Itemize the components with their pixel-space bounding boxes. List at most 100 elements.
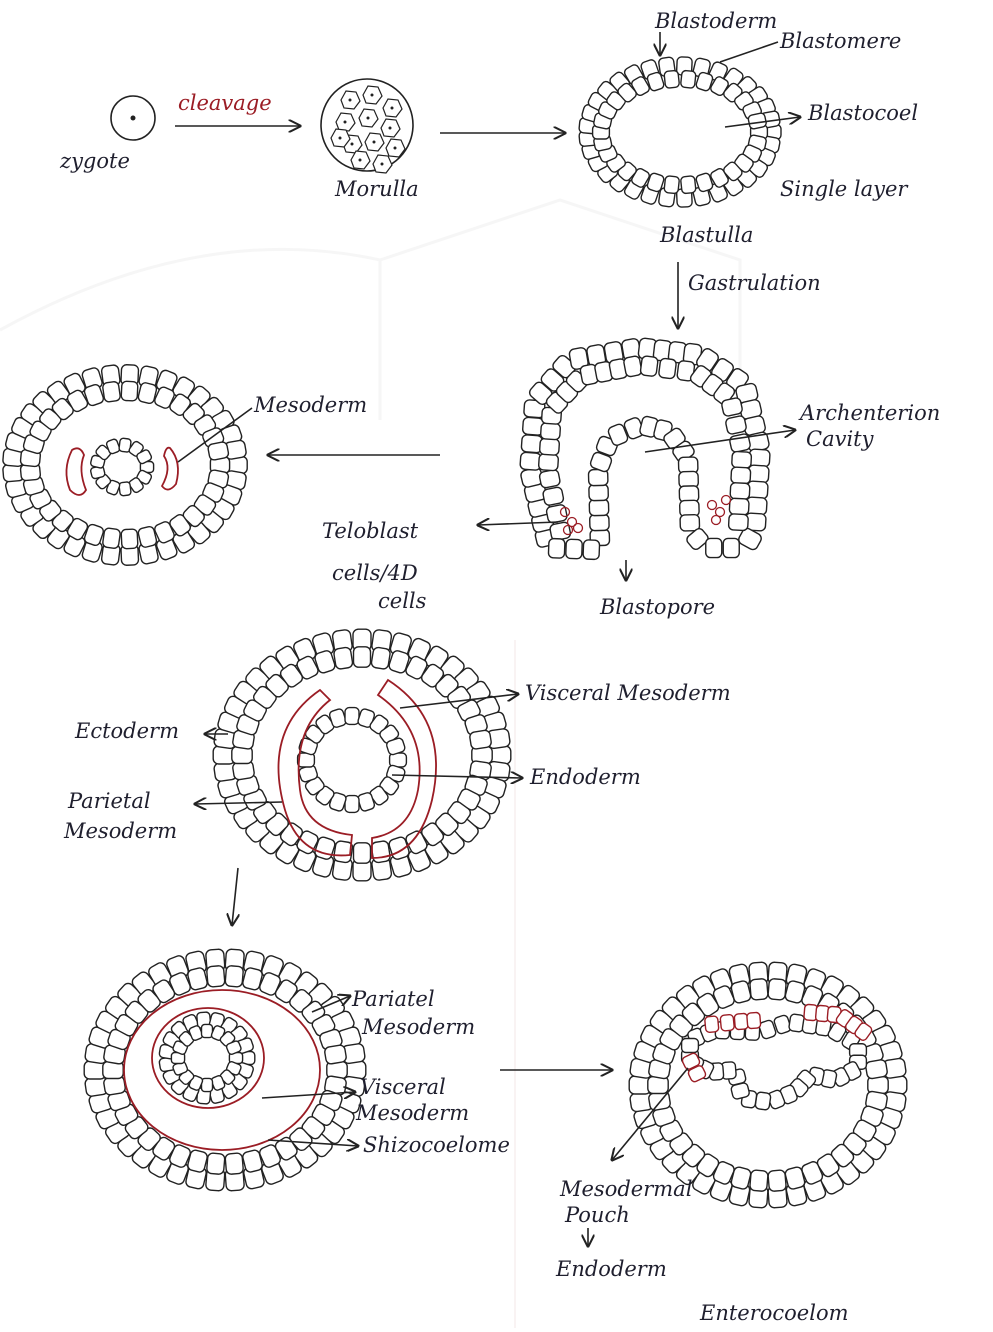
ectoderm-label: Ectoderm	[74, 719, 179, 743]
cell	[682, 1039, 699, 1053]
cleavage-label: cleavage	[178, 91, 272, 115]
nucleus	[349, 99, 352, 102]
visceral-label-line2: Mesoderm	[355, 1101, 469, 1125]
parietal-label-line1: Parietal	[67, 789, 151, 813]
gastrula-figure	[520, 338, 770, 560]
blastomere-pointer	[720, 42, 778, 62]
pariatel-label-line2: Mesoderm	[361, 1015, 475, 1039]
cell	[623, 355, 642, 377]
visceral-mesoderm-label: Visceral Mesoderm	[525, 681, 731, 705]
cell	[469, 730, 492, 750]
cell	[730, 483, 750, 500]
blastoderm-label: Blastoderm	[654, 9, 777, 33]
cell	[206, 1153, 225, 1175]
ectoderm-ring-inner	[648, 978, 888, 1191]
mesodermal-label-line1: Mesodermal	[559, 1177, 692, 1201]
cell	[728, 514, 748, 531]
blastopore-label: Blastopore	[599, 595, 715, 619]
cell	[680, 70, 696, 88]
cell	[865, 1059, 888, 1079]
blastoderm-inner	[593, 70, 768, 194]
down-arrow	[232, 868, 238, 925]
endoderm-mid-label: Endoderm	[529, 765, 641, 789]
cell	[706, 538, 722, 557]
archenteron-label-line1: Archenterion	[798, 401, 940, 425]
cell	[119, 482, 132, 496]
nucleus	[391, 107, 394, 110]
cell	[768, 978, 787, 1000]
cell	[729, 433, 751, 453]
mesoderm-label: Mesoderm	[253, 393, 367, 417]
cell	[658, 358, 676, 379]
nucleus	[371, 94, 374, 97]
schizocoel-early-figure	[213, 629, 511, 881]
cell	[640, 356, 658, 377]
gastrulation-label: Gastrulation	[688, 271, 821, 295]
cell	[748, 112, 767, 129]
nucleus	[339, 137, 342, 140]
cell	[539, 469, 561, 488]
cell	[121, 381, 138, 401]
archenteron-label-line2: Cavity	[806, 427, 875, 451]
gastrula-base	[548, 538, 599, 559]
teloblast-label-line3: cells	[378, 589, 427, 613]
cell	[705, 1016, 719, 1033]
nucleus	[381, 163, 384, 166]
cell	[345, 796, 359, 813]
endoderm-ring-inner	[171, 1024, 242, 1091]
cell	[102, 528, 121, 549]
cell	[566, 539, 583, 559]
cell	[750, 978, 769, 1000]
nucleus	[389, 127, 392, 130]
cell	[725, 415, 747, 435]
blastomere-label: Blastomere	[779, 29, 901, 53]
nucleus	[359, 159, 362, 162]
cell	[371, 647, 391, 670]
mesoderm-left	[66, 448, 86, 495]
archenteron-wall	[588, 415, 739, 557]
gastrula-outer-wall-inner	[538, 355, 751, 541]
cell	[721, 397, 743, 417]
morula-label: Morulla	[334, 177, 419, 201]
nucleus	[367, 117, 370, 120]
cell	[548, 538, 565, 558]
ectoderm-ring	[629, 962, 907, 1208]
parietal-label-line2: Mesoderm	[63, 819, 177, 843]
cell	[768, 1170, 787, 1192]
visceral-label-line1: Visceral	[360, 1075, 446, 1099]
cell	[589, 499, 609, 516]
cell	[371, 840, 391, 863]
blastula-figure	[579, 57, 781, 208]
cell	[333, 647, 353, 670]
cell	[680, 176, 696, 194]
cell	[732, 451, 752, 468]
cell	[664, 70, 680, 88]
blastula-label: Blastulla	[659, 223, 753, 247]
cell	[731, 467, 751, 484]
cell	[734, 1013, 748, 1030]
ectoderm-ring-inner	[232, 647, 492, 863]
teloblast-cell	[712, 516, 721, 525]
cell	[207, 441, 229, 460]
teloblast-label-line2: cells/4D	[332, 561, 418, 585]
mesoderm-right	[162, 448, 178, 490]
cell	[354, 843, 371, 863]
morula-figure	[321, 79, 413, 173]
cell	[520, 452, 542, 470]
cell	[102, 381, 121, 402]
cell	[324, 1044, 347, 1064]
teloblast-cell	[574, 524, 583, 533]
mesodermal-pouch-edge	[681, 1052, 707, 1083]
endoderm-ring	[298, 708, 407, 813]
cell	[225, 1153, 244, 1175]
cell	[664, 176, 680, 194]
cell	[542, 487, 564, 506]
blastocoel-label: Blastocoel	[807, 101, 918, 125]
cell	[755, 1092, 771, 1111]
teloblast-label-line1: Teloblast	[322, 519, 419, 543]
nucleus	[344, 121, 347, 124]
cell	[729, 498, 749, 515]
nucleus	[351, 143, 354, 146]
